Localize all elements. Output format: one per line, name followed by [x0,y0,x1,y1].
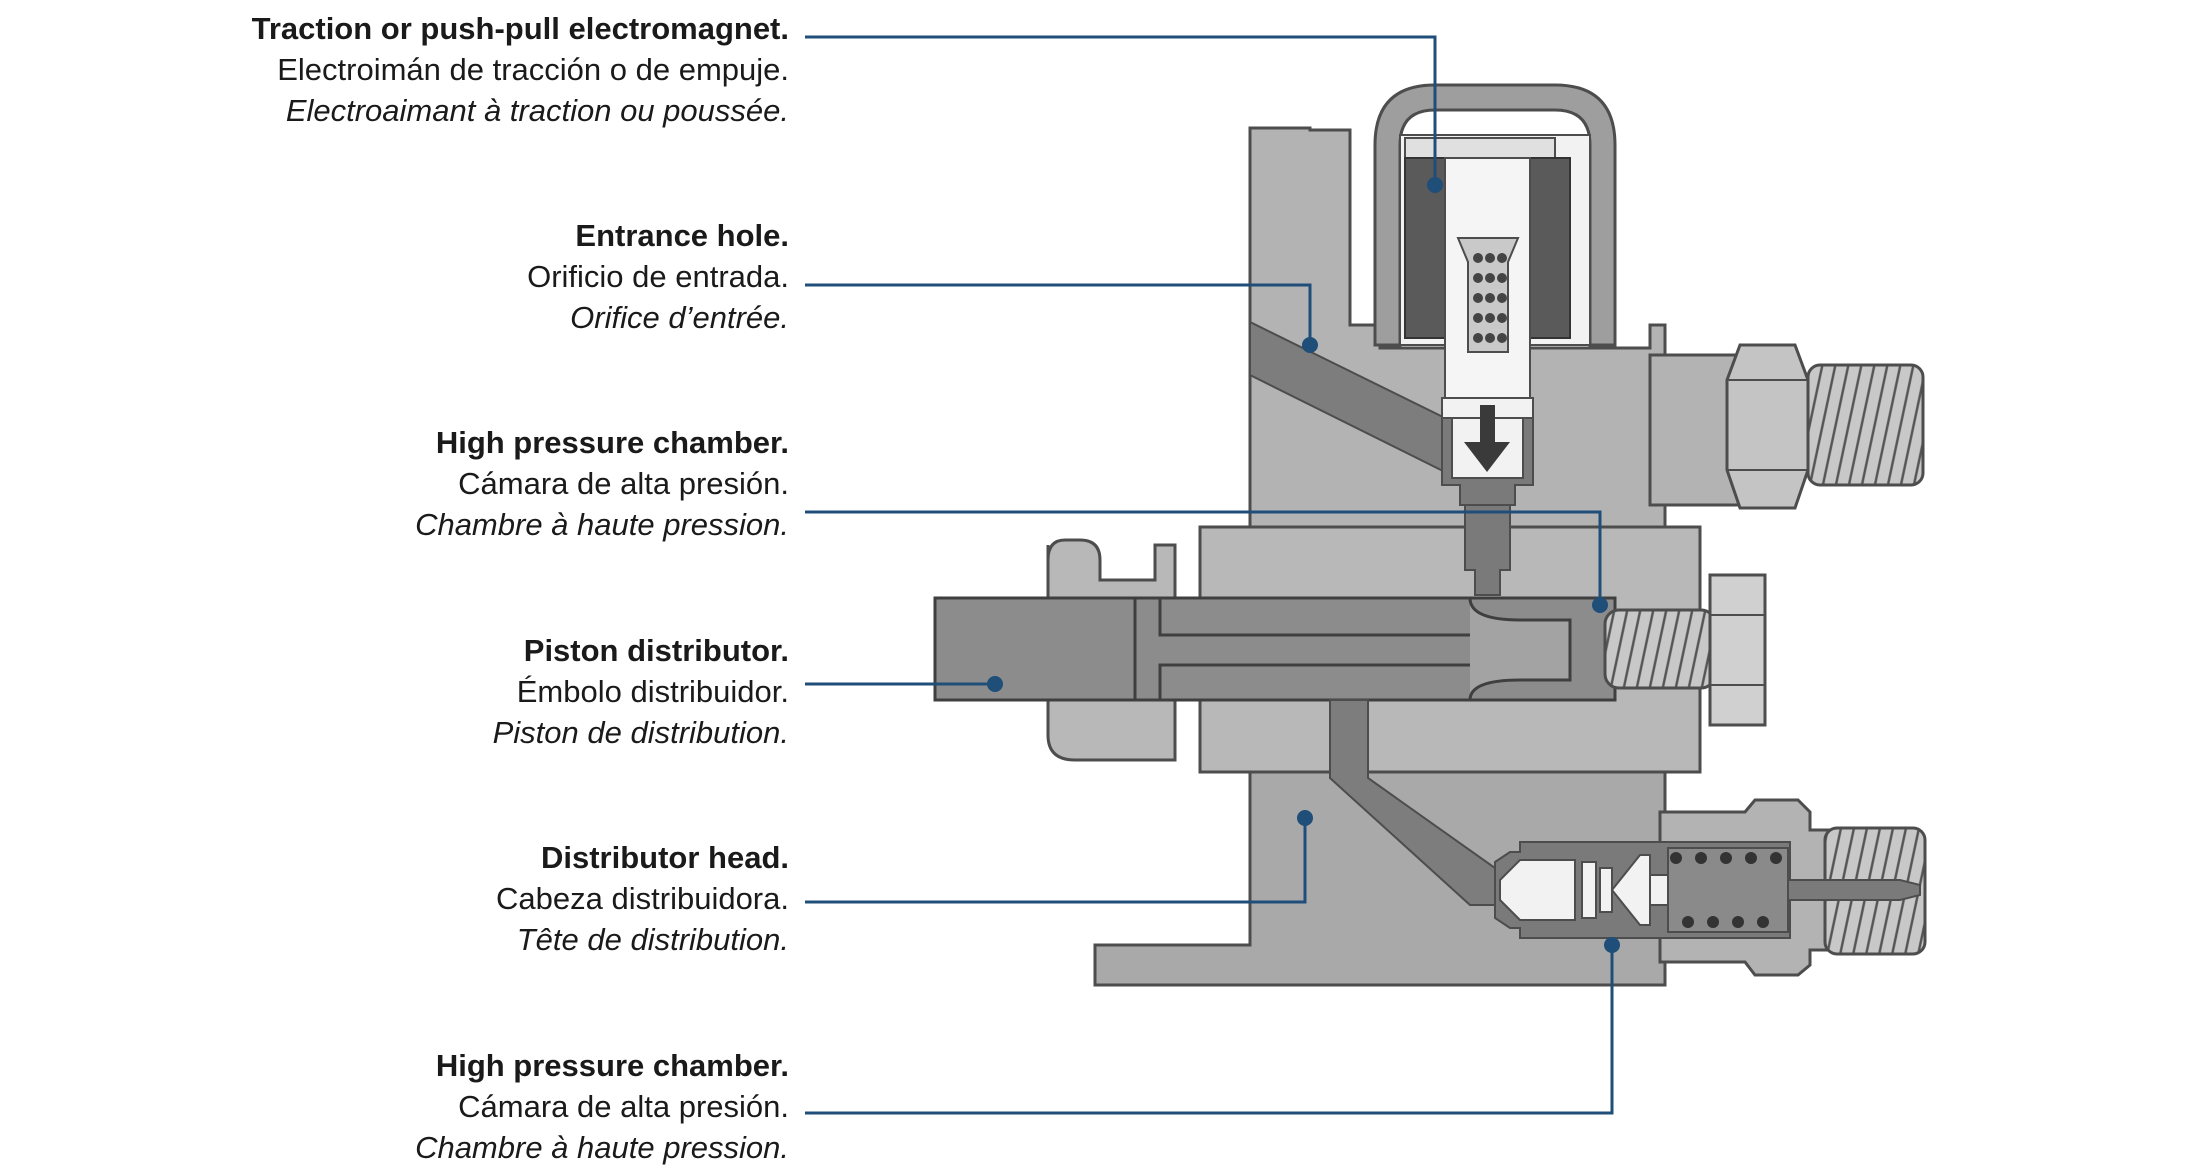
label-entrance-hole-en: Entrance hole. [575,218,789,253]
dot-entrance-hole [1302,337,1318,353]
leader-lines [805,35,1614,1115]
label-high-pressure-lower-es: Cámara de alta presión. [458,1089,789,1124]
label-distributor-head: Distributor head. Cabeza distribuidora. … [69,837,789,960]
label-distributor-head-fr: Tête de distribution. [516,922,789,957]
label-entrance-hole-es: Orificio de entrada. [527,259,789,294]
label-electromagnet-en: Traction or push-pull electromagnet. [251,11,789,46]
label-electromagnet-es: Electroimán de tracción o de empuje. [277,52,789,87]
dot-high-pressure-lower [1604,937,1620,953]
label-high-pressure-upper-es: Cámara de alta presión. [458,466,789,501]
label-piston-es: Émbolo distribuidor. [516,674,789,709]
leader-dots [987,177,1620,953]
label-distributor-head-en: Distributor head. [540,840,789,875]
label-entrance-hole: Entrance hole. Orificio de entrada. Orif… [69,215,789,338]
label-distributor-head-es: Cabeza distribuidora. [496,881,789,916]
dot-piston [987,676,1003,692]
dot-high-pressure-upper [1592,597,1608,613]
dot-distributor-head [1297,810,1313,826]
right-fitting-thread [1806,363,1925,487]
dot-electromagnet [1427,177,1443,193]
label-piston-en: Piston distributor. [523,633,789,668]
leader-entrance-hole [805,283,1312,345]
label-high-pressure-lower-fr: Chambre à haute pression. [415,1130,789,1165]
plunger-stem [1464,504,1511,596]
piston-spring-thread [1603,608,1717,690]
leader-electromagnet [805,35,1437,185]
label-high-pressure-upper-en: High pressure chamber. [435,425,789,460]
label-electromagnet-fr: Electroaimant à traction ou poussée. [285,93,789,128]
leader-high-pressure-upper [805,510,1602,605]
leader-high-pressure-lower [805,945,1614,1115]
adjusting-screw-head [1708,573,1767,727]
delivery-valve-seat [1499,859,1576,921]
piston-groove [1468,597,1572,701]
electromagnet-coil-right [1529,157,1571,339]
label-high-pressure-upper-fr: Chambre à haute pression. [415,507,789,542]
right-fitting-nut [1725,343,1810,510]
label-piston-distributor: Piston distributor. Émbolo distribuidor.… [69,630,789,753]
label-high-pressure-lower-en: High pressure chamber. [435,1048,789,1083]
label-piston-fr: Piston de distribution. [492,715,789,750]
label-high-pressure-chamber-upper: High pressure chamber. Cámara de alta pr… [69,422,789,545]
delivery-spring-coils [1670,852,1782,928]
label-entrance-hole-fr: Orifice d’entrée. [570,300,789,335]
down-arrow-icon [1464,405,1510,472]
filter-holes [1473,253,1507,343]
label-high-pressure-chamber-lower: High pressure chamber. Cámara de alta pr… [69,1045,789,1168]
electromagnet-top-plate [1404,137,1556,159]
leader-distributor-head [805,818,1307,904]
label-electromagnet: Traction or push-pull electromagnet. Ele… [69,8,789,131]
